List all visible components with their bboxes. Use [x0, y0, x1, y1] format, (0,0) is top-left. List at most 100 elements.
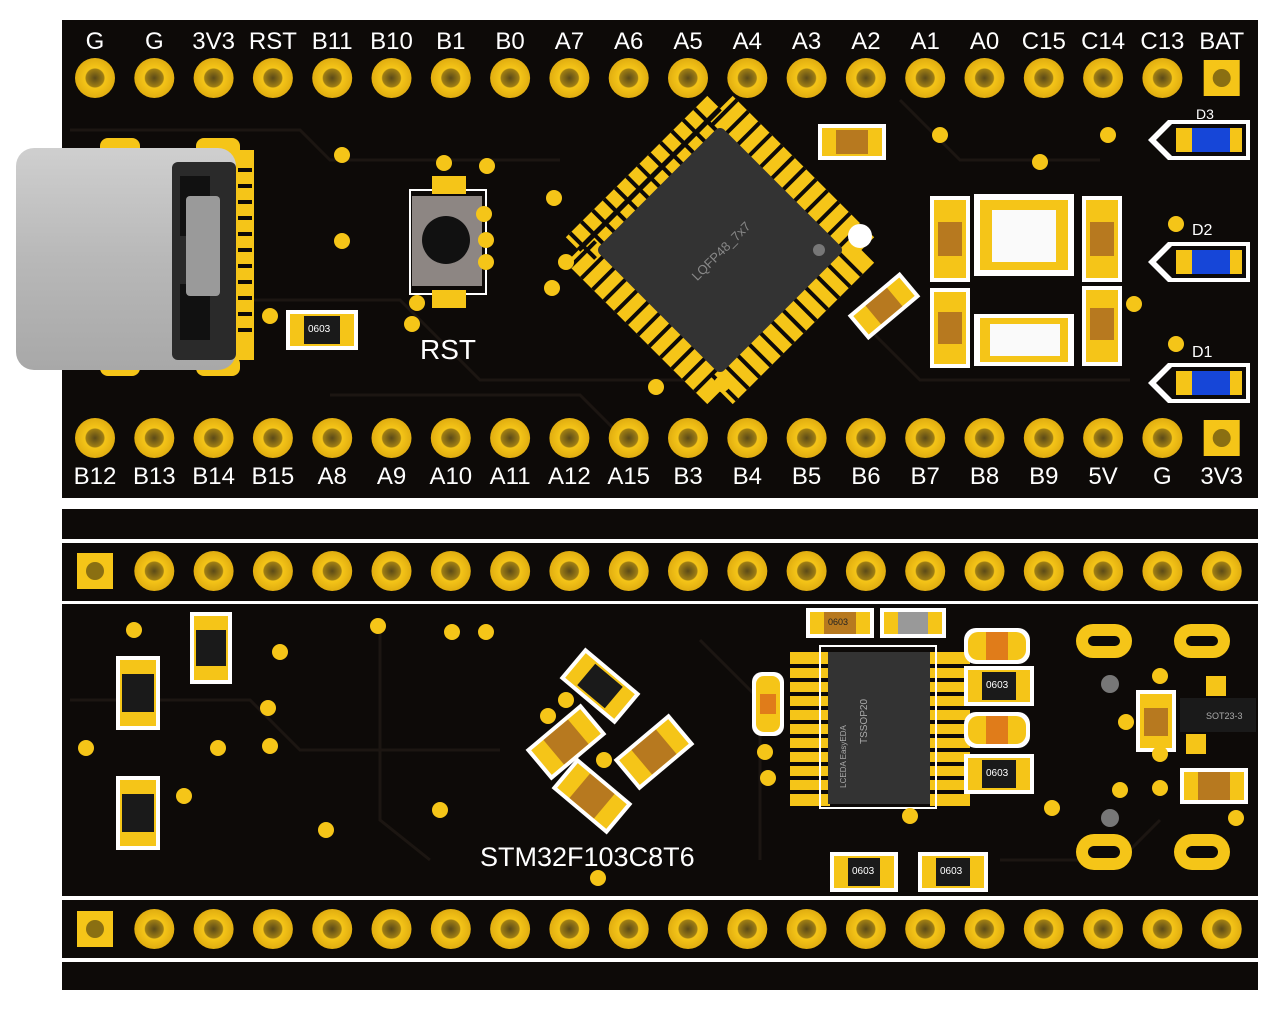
pin-pad — [75, 58, 115, 98]
pin-pad — [430, 58, 471, 98]
pin-label: B1 — [436, 28, 466, 55]
usb-shield-pads — [1076, 624, 1230, 870]
pin-label: B11 — [311, 28, 353, 55]
pin-pad — [1023, 58, 1064, 98]
pin-pad — [490, 418, 531, 458]
pin-label: A2 — [851, 28, 881, 55]
pin-pad — [964, 909, 1005, 949]
pin-pad — [549, 909, 590, 949]
pcb-edge-strip — [62, 509, 1258, 539]
pin-pad — [1142, 58, 1183, 98]
mcu-chip: LQFP48_7x7 — [565, 95, 875, 405]
pin-label: B7 — [910, 463, 940, 490]
usb-bridge-chip — [790, 645, 970, 809]
pin-pad — [1083, 551, 1124, 591]
led-d3 — [1148, 120, 1250, 160]
pin-pad — [252, 551, 293, 591]
pin-pad — [490, 58, 531, 98]
pin-label: B12 — [73, 463, 117, 490]
pin-label: RST — [248, 28, 297, 55]
pin-pad — [668, 58, 708, 98]
pin-label: A4 — [732, 28, 762, 55]
pin-label: C13 — [1140, 28, 1185, 55]
pin-label: G — [144, 28, 164, 55]
pin-pad — [786, 551, 827, 591]
pin-label: A8 — [317, 463, 347, 490]
capacitor — [806, 608, 874, 638]
pin-pad — [312, 418, 353, 458]
pin-pad — [845, 58, 886, 98]
pin-hole — [86, 562, 104, 580]
pin-label: BAT — [1199, 28, 1245, 55]
pin-pad — [134, 58, 175, 98]
pin-label: B5 — [791, 463, 822, 490]
pin-pad — [1083, 418, 1124, 458]
crystal-block — [930, 194, 1122, 368]
resistor — [116, 776, 160, 850]
pin-hole — [86, 920, 104, 938]
pin-pad — [312, 58, 353, 98]
pin-pad — [1023, 909, 1064, 949]
resistor — [964, 754, 1034, 794]
pin-pad — [905, 418, 946, 458]
pin-label: B14 — [192, 463, 235, 490]
resistor — [1180, 768, 1248, 804]
pin-pad — [312, 551, 353, 591]
pin-pad — [193, 58, 234, 98]
pin-pad — [608, 58, 649, 98]
pin-pad — [668, 551, 708, 591]
pin-pad — [727, 58, 768, 98]
pin-pad — [845, 551, 886, 591]
led-label-d1: D1 — [1192, 344, 1213, 361]
pin-pad — [608, 909, 649, 949]
capacitor — [551, 757, 633, 835]
capacitor — [818, 124, 886, 160]
pin-label: B6 — [851, 463, 881, 490]
pin-pad — [430, 418, 471, 458]
pin-pad — [312, 909, 353, 949]
pin-label: G — [85, 28, 105, 55]
resistor — [190, 612, 232, 684]
pin-label: A6 — [614, 28, 644, 55]
pin-label: 3V3 — [192, 28, 235, 55]
pin-pad — [193, 909, 234, 949]
pin-pad — [549, 551, 590, 591]
pin-pad — [1083, 909, 1124, 949]
pin-label: A3 — [791, 28, 822, 55]
capacitor — [752, 672, 784, 736]
bridge-package-label: TSSOP20 — [859, 698, 871, 745]
pin-label: B13 — [132, 463, 176, 490]
pin-label: B15 — [251, 463, 295, 490]
pin-label: A12 — [548, 463, 591, 490]
pin-pad — [371, 58, 412, 98]
resistor-size-label: 0603 — [986, 768, 1009, 779]
pin-label: 5V — [1088, 463, 1118, 490]
pin-pad — [905, 58, 946, 98]
pin-label: A10 — [429, 463, 473, 490]
resistor — [918, 852, 988, 892]
regulator-package-label: SOT23-3 — [1206, 711, 1243, 721]
pin-pad — [845, 909, 886, 949]
pin-pad — [490, 909, 531, 949]
via-group — [78, 618, 1244, 886]
pin-label: A9 — [376, 463, 407, 490]
pin-hole — [1212, 429, 1231, 447]
led-label-d3: D3 — [1196, 106, 1214, 122]
pin-pad — [252, 909, 293, 949]
pin-pad — [727, 551, 768, 591]
pin-pad — [252, 418, 293, 458]
via-group — [262, 127, 1184, 395]
pin-pad — [786, 418, 827, 458]
pin-pad — [1142, 551, 1183, 591]
capacitor — [613, 713, 695, 791]
pin-label: A7 — [554, 28, 585, 55]
pin-pad — [1142, 909, 1183, 949]
pin-pad — [193, 418, 234, 458]
pin-pad — [134, 551, 175, 591]
resistor — [286, 310, 358, 350]
usb-c-connector — [16, 138, 254, 376]
pin-pad — [371, 418, 412, 458]
pin-label: B10 — [370, 28, 413, 55]
pin-label: B4 — [732, 463, 762, 490]
resistor — [116, 656, 160, 730]
